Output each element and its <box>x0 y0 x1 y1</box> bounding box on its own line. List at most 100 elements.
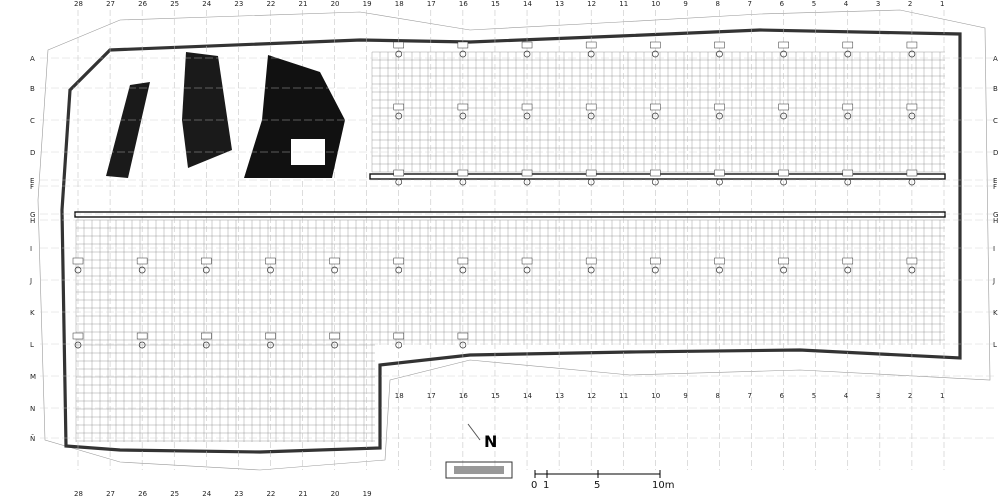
scale-label-10m: 10m <box>652 480 674 491</box>
column-label-mid: 4 <box>844 392 849 400</box>
row-label-left: M <box>30 373 36 381</box>
row-label-right: D <box>993 149 998 157</box>
column-label-mid: 5 <box>812 392 816 400</box>
fixture-symbol <box>651 112 659 120</box>
column-label-top: 12 <box>587 0 596 8</box>
fixture-symbol <box>716 112 723 120</box>
fixture-symbol <box>780 112 787 120</box>
column-axis-lines <box>77 10 945 470</box>
row-label-right: H <box>993 217 998 225</box>
column-label-mid: 2 <box>908 392 912 400</box>
column-label-top: 8 <box>715 0 719 8</box>
row-label-right: K <box>993 309 998 317</box>
fixture-symbol <box>523 266 531 274</box>
column-label-top: 4 <box>844 0 849 8</box>
row-label-left: D <box>30 149 35 157</box>
column-label-mid: 9 <box>683 392 687 400</box>
column-label-mid: 6 <box>780 392 785 400</box>
fixture-symbol <box>395 178 403 186</box>
column-label-bottom: 21 <box>299 490 308 498</box>
corridor-south-wall <box>74 211 946 218</box>
column-label-top: 7 <box>748 0 752 8</box>
column-label-bottom: 23 <box>234 490 243 498</box>
column-label-mid: 14 <box>523 392 532 400</box>
fixture-symbol <box>138 341 146 349</box>
fixture-symbol <box>651 50 659 58</box>
column-label-mid: 10 <box>651 392 660 400</box>
column-label-mid: 3 <box>876 392 880 400</box>
column-label-bottom: 28 <box>74 490 83 498</box>
fixture-symbol <box>651 266 659 274</box>
fixture-symbol <box>459 112 467 120</box>
column-label-bottom: 27 <box>106 490 115 498</box>
fixture-symbol <box>267 341 274 349</box>
column-label-top: 2 <box>908 0 912 8</box>
fixture-symbol <box>908 112 916 120</box>
fixture-symbol <box>587 112 595 120</box>
column-label-mid: 15 <box>491 392 500 400</box>
column-label-bottom: 22 <box>266 490 275 498</box>
column-label-top: 1 <box>940 0 944 8</box>
exterior-wall <box>60 28 962 454</box>
fixture-symbol <box>459 50 467 58</box>
column-label-mid: 8 <box>715 392 719 400</box>
row-label-left: C <box>30 117 35 125</box>
row-label-right: F <box>993 183 997 191</box>
fixture-symbol <box>844 178 852 186</box>
row-label-right: G <box>993 211 998 219</box>
fixture-symbol <box>267 266 274 274</box>
north-arrow: N <box>467 423 497 451</box>
row-label-left: A <box>30 55 35 63</box>
column-label-top: 9 <box>683 0 687 8</box>
column-label-top: 21 <box>299 0 308 8</box>
fixture-symbol <box>716 266 723 274</box>
fixture-symbol <box>908 266 916 274</box>
column-label-top: 16 <box>459 0 468 8</box>
fixture-symbol <box>395 266 403 274</box>
fixture-symbol <box>844 112 852 120</box>
column-label-top: 14 <box>523 0 532 8</box>
north-label: N <box>484 432 497 451</box>
fixture-symbol <box>74 341 82 349</box>
column-label-mid: 18 <box>395 392 404 400</box>
scale-bar: 0 1 5 10m <box>531 470 674 491</box>
fixture-symbol <box>587 50 595 58</box>
column-label-top: 24 <box>202 0 211 8</box>
column-label-mid: 17 <box>427 392 436 400</box>
row-label-right: B <box>993 85 998 93</box>
scale-label-0: 0 <box>531 480 537 491</box>
section-key <box>445 461 513 479</box>
fixture-symbol <box>202 341 210 349</box>
column-label-top: 6 <box>780 0 785 8</box>
column-label-bottom: 20 <box>331 490 340 498</box>
fixture-symbol <box>459 341 467 349</box>
scale-label-5: 5 <box>594 480 600 491</box>
column-label-top: 13 <box>555 0 564 8</box>
fixture-symbol <box>780 50 787 58</box>
column-label-mid: 16 <box>459 392 468 400</box>
fixture-symbol <box>331 266 338 274</box>
column-label-bottom: 26 <box>138 490 147 498</box>
column-label-top: 23 <box>234 0 243 8</box>
row-label-right: C <box>993 117 998 125</box>
stair-core-1 <box>106 82 150 178</box>
row-label-left: B <box>30 85 35 93</box>
column-label-bottom: 19 <box>363 490 372 498</box>
fixture-symbol <box>908 178 916 186</box>
row-label-left: Ñ <box>30 434 35 443</box>
fixture-symbol <box>651 178 659 186</box>
fixture-symbol <box>202 266 210 274</box>
row-label-left: F <box>30 183 34 191</box>
row-label-left: L <box>30 341 34 349</box>
column-label-mid: 7 <box>748 392 752 400</box>
fixture-symbol <box>523 112 531 120</box>
fixture-symbol <box>523 50 531 58</box>
column-label-top: 17 <box>427 0 436 8</box>
fixture-symbol <box>587 178 595 186</box>
